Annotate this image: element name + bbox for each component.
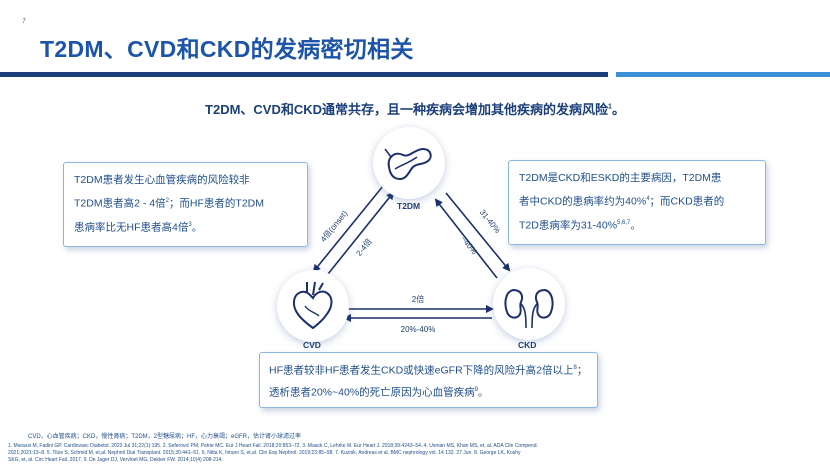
- t2dm-label: T2DM: [397, 201, 421, 211]
- box-right-line2: 者中CKD的患病率约为40%4；而CKD患者的: [519, 189, 755, 213]
- ckd-node: [493, 268, 565, 340]
- subtitle-ref: 1: [608, 103, 612, 111]
- kidneys-icon: [504, 288, 554, 329]
- t2dm-ckd-info-box: T2DM是CKD和ESKD的主要病因，T2DM患 者中CKD的患病率约为40%4…: [508, 160, 766, 245]
- box-bottom-ref9: 9: [474, 386, 479, 393]
- box-left-line2b: ；而HF患者的T2DM: [168, 197, 265, 210]
- edge-label-t2dm-ckd-inner: ~40%: [459, 235, 479, 257]
- arrow-t2dm-to-cvd: [312, 185, 384, 273]
- edge-label-cvd-ckd-bottom: 20%-40%: [401, 325, 436, 334]
- arrow-ckd-to-t2dm: [434, 198, 498, 279]
- references: 1. Marassi M, Fadini GP. Cardiovasc Diab…: [8, 443, 823, 464]
- box-right-ref5: 5,6,7: [617, 219, 631, 226]
- arrow-cvd-to-t2dm: [323, 191, 395, 280]
- subtitle-text: T2DM、CVD和CKD通常共存，且一种疾病会增加其他疾病的发病风险: [205, 102, 609, 117]
- box-bottom-line1a: HF患者较非HF患者发生CKD或快速eGFR下降的风险升高2倍以上: [269, 364, 574, 377]
- pancreas-icon: [384, 147, 432, 181]
- t2dm-cvd-info-box: T2DM患者发生心血管疾病的风险较非 T2DM患者高2 - 4倍2；而HF患者的…: [63, 162, 308, 247]
- edge-label-t2dm-cvd-outer: 4倍(onset): [318, 208, 349, 244]
- box-bottom-line1b: ；: [576, 364, 588, 377]
- box-bottom-line2b: 。: [478, 386, 489, 398]
- box-left-line2a: T2DM患者高2 - 4倍: [74, 197, 166, 210]
- references-line-1: 1. Marassi M, Fadini GP. Cardiovasc Diab…: [8, 443, 538, 449]
- box-right-line2b: ；而CKD患者的: [649, 195, 725, 208]
- references-line-2: 2021;2021:13–8. 5. Titze S, Schmid M, et…: [8, 450, 521, 456]
- box-left-line3: 患病率比无HF患者高4倍3。: [74, 215, 297, 239]
- title-rule-dark: [0, 72, 608, 77]
- cvd-ckd-info-box: HF患者较非HF患者发生CKD或快速eGFR下降的风险升高2倍以上8； 透析患者…: [259, 352, 598, 408]
- edge-label-t2dm-ckd-outer: 31-40%: [478, 208, 502, 235]
- t2dm-node: [373, 127, 445, 199]
- page-number: 7: [22, 18, 26, 25]
- box-left-line3b: 。: [191, 221, 203, 233]
- box-left-line3a: 患病率比无HF患者高4倍: [74, 221, 189, 233]
- box-left-ref2: 2: [165, 198, 169, 204]
- slide-title: T2DM、CVD和CKD的发病密切相关: [40, 36, 414, 62]
- box-left-line2: T2DM患者高2 - 4倍2；而HF患者的T2DM: [74, 191, 297, 215]
- ckd-label: CKD: [518, 340, 537, 350]
- title-rule-light: [616, 72, 830, 77]
- box-bottom-ref8: 8: [573, 365, 577, 371]
- box-bottom-line2: 透析患者20%~40%的死亡原因为心血管疾病9。: [269, 381, 588, 403]
- box-left-line1: T2DM患者发生心血管疾病的风险较非: [74, 174, 250, 186]
- box-right-line3a: T2D患病率为31-40%: [519, 219, 618, 231]
- box-right-line3b: 。: [630, 219, 641, 231]
- arrow-t2dm-to-ckd: [445, 192, 511, 272]
- box-right-line3: T2D患病率为31-40%5,6,7。: [519, 213, 755, 237]
- heart-icon: [292, 281, 333, 330]
- box-right-line1: T2DM是CKD和ESKD的主要病因，T2DM患: [519, 172, 722, 184]
- cvd-node: [277, 270, 349, 342]
- slide-subtitle: T2DM、CVD和CKD通常共存，且一种疾病会增加其他疾病的发病风险1。: [0, 99, 830, 118]
- box-left-ref3: 3: [188, 221, 192, 228]
- subtitle-end: 。: [611, 102, 625, 117]
- edge-label-cvd-ckd-top: 2倍: [412, 294, 424, 304]
- abbreviations-note: CVD，心血管疾病；CKD，慢性肾病；T2DM，2型糖尿病；HF，心力衰竭；eG…: [28, 434, 302, 440]
- references-line-3: SKG, et, al. Circ Heart Fail. 2017. 9. D…: [8, 457, 223, 463]
- box-right-ref4: 4: [646, 196, 650, 202]
- box-bottom-line2a: 透析患者20%~40%的死亡原因为心血管疾病: [269, 386, 475, 398]
- box-right-line2a: 者中CKD的患病率约为40%: [519, 195, 647, 208]
- cvd-label: CVD: [303, 340, 321, 350]
- box-bottom-line1: HF患者较非HF患者发生CKD或快速eGFR下降的风险升高2倍以上8；: [269, 359, 588, 381]
